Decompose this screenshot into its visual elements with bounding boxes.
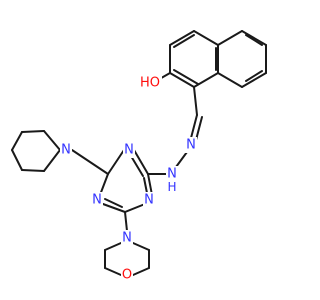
bond-line	[107, 149, 125, 175]
triazine-n-bottom-bg	[143, 192, 155, 208]
bond-line	[245, 34, 263, 46]
bond-line	[104, 267, 122, 276]
bond-line	[147, 173, 153, 196]
bond-line	[195, 116, 203, 141]
bond-line	[43, 130, 61, 151]
bond-line	[217, 72, 243, 88]
bond-line	[173, 69, 199, 85]
hydrazone-n1-label: N	[186, 138, 196, 153]
bond-line	[11, 149, 23, 171]
morpholine-n-bg	[121, 230, 133, 246]
morpholine-n-label: N	[122, 231, 132, 246]
hydrazone-h-label: H	[167, 180, 176, 194]
bond-line	[133, 149, 149, 175]
bond-line	[11, 131, 23, 151]
bond-line	[104, 198, 123, 208]
bond-line	[99, 173, 109, 196]
bond-line	[169, 72, 195, 88]
bond-line	[193, 86, 198, 116]
hydroxyl-label: HO	[140, 76, 160, 91]
bond-line	[190, 114, 198, 139]
triazine-n-top-label: N	[124, 143, 134, 158]
hydrazone-n2-bg	[166, 166, 178, 182]
bonds-layer	[11, 30, 267, 276]
bond-line	[21, 130, 45, 133]
piperidine-n-label: N	[61, 143, 71, 158]
hydroxyl-label-bg	[138, 74, 162, 92]
bond-line	[104, 242, 122, 251]
triazine-n-left-label: N	[92, 193, 102, 208]
bond-line	[102, 203, 126, 213]
bond-line	[124, 211, 128, 232]
bond-line	[132, 267, 150, 276]
molecule-structure-diagram: HO N N H N N N N N O	[11, 30, 267, 283]
atom-labels-layer: HO N N H N N N N N O	[60, 74, 197, 283]
triazine-n-left-bg	[91, 192, 103, 208]
hydrazone-n2-label: N	[167, 167, 177, 182]
bond-line	[173, 34, 195, 48]
bond-line	[21, 169, 45, 172]
bond-line	[132, 242, 150, 251]
piperidine-n-bg	[60, 142, 72, 158]
hydrazone-n1-bg	[185, 137, 197, 153]
bond-line	[71, 149, 109, 175]
triazine-n-bottom-label: N	[144, 193, 154, 208]
bond-line	[124, 203, 146, 213]
bond-line	[130, 155, 144, 177]
morpholine-o-bg	[121, 267, 133, 283]
bond-line	[43, 149, 61, 172]
bond-line	[241, 30, 267, 46]
triazine-n-top-bg	[123, 142, 135, 158]
bond-line	[193, 30, 219, 46]
bond-line	[245, 70, 263, 82]
bond-line	[169, 30, 195, 46]
hydrazone-h-bg	[166, 180, 178, 194]
bond-line	[175, 151, 188, 168]
bond-line	[241, 72, 267, 88]
morpholine-o-label: O	[122, 268, 132, 283]
bond-line	[217, 30, 243, 46]
